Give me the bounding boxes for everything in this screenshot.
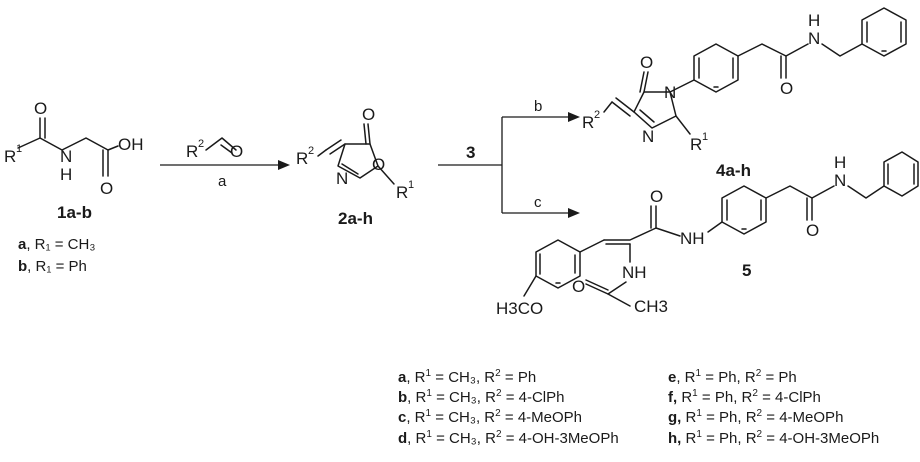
compound-2: O O N R 2 R 1 2a-h [296, 105, 414, 228]
legend-row-h: h, R1 = Ph, R2 = 4-OH-3MeOPh [668, 429, 879, 447]
atom-O: O [572, 277, 585, 296]
atom-R: R [690, 135, 702, 154]
legend-1: a, R₁ = CH₃ b, R₁ = Ph [18, 236, 95, 275]
atom-superscript: 1 [408, 179, 414, 191]
atom-NH: NH [622, 263, 647, 282]
svg-text:b, R1 = CH₃, R2 = 4-ClPh: b, R1 = CH₃, R2 = 4-ClPh [398, 388, 565, 406]
compound-5: O NH O N H NH O CH3 H3CO 5 [496, 151, 919, 318]
reagent-label-c: c [534, 194, 542, 211]
compound-label-1: 1a-b [57, 203, 92, 222]
atom-O: O [650, 187, 663, 206]
svg-text:d, R1 = CH₃, R2 = 4-OH-3MeOPh: d, R1 = CH₃, R2 = 4-OH-3MeOPh [398, 429, 619, 447]
compound-label-4: 4a-h [716, 161, 751, 180]
atom-R: R [396, 183, 408, 202]
atom-R: R [186, 142, 198, 161]
atom-superscript: 2 [198, 138, 204, 150]
atom-superscript: 2 [308, 145, 314, 157]
svg-text:a, R1 = CH₃, R2 = Ph: a, R1 = CH₃, R2 = Ph [398, 368, 536, 386]
svg-text:f, R1 = Ph, R2 = 4-ClPh: f, R1 = Ph, R2 = 4-ClPh [668, 388, 821, 406]
atom-N: N [336, 169, 348, 188]
svg-text:h, R1 = Ph, R2 = 4-OH-3MeOPh: h, R1 = Ph, R2 = 4-OH-3MeOPh [668, 429, 879, 447]
svg-text:e, R1 = Ph, R2 = Ph: e, R1 = Ph, R2 = Ph [668, 368, 797, 386]
atom-H: H [60, 165, 72, 184]
atom-N: N [60, 147, 72, 166]
legend-row-e: e, R1 = Ph, R2 = Ph [668, 368, 797, 386]
atom-R: R [296, 149, 308, 168]
compound-label-3: 3 [466, 143, 475, 162]
atom-superscript: 2 [594, 109, 600, 121]
atom-NH: NH [680, 229, 705, 248]
legend-row-c: c, R1 = CH₃, R2 = 4-MeOPh [398, 408, 582, 426]
reagent-aldehyde: R 2 O [186, 137, 243, 161]
atom-N: N [834, 171, 846, 190]
compound-label-2: 2a-h [338, 209, 373, 228]
atom-R: R [582, 113, 594, 132]
compound-label-5: 5 [742, 261, 751, 280]
legend-row-b: b, R1 = CH₃, R2 = 4-ClPh [398, 388, 565, 406]
atom-superscript: 1 [702, 131, 708, 143]
svg-text:c, R1 = CH₃, R2 = 4-MeOPh: c, R1 = CH₃, R2 = 4-MeOPh [398, 408, 582, 426]
reagent-label-a: a [218, 173, 227, 190]
arrow-branch: 3 b c [438, 98, 580, 218]
atom-superscript: 1 [16, 143, 22, 155]
atom-H: H [834, 153, 846, 172]
legend-row-d: d, R1 = CH₃, R2 = 4-OH-3MeOPh [398, 429, 619, 447]
atom-O: O [34, 99, 47, 118]
atom-O: O [362, 105, 375, 124]
legend-row-f: f, R1 = Ph, R2 = 4-ClPh [668, 388, 821, 406]
reagent-label-b: b [534, 98, 542, 115]
atom-N: N [664, 83, 676, 102]
atom-H: H [808, 11, 820, 30]
atom-O: O [640, 53, 653, 72]
atom-R: R [4, 147, 16, 166]
atom-N: N [642, 127, 654, 146]
substituent-legend: a, R1 = CH₃, R2 = Ph b, R1 = CH₃, R2 = 4… [398, 368, 879, 447]
compound-4: O N N R 2 R 1 O N H 4a-h [582, 7, 907, 180]
legend-1-row: b, R₁ = Ph [18, 258, 87, 275]
atom-O: O [230, 142, 243, 161]
atom-CH3: CH3 [634, 297, 668, 316]
atom-O: O [100, 179, 113, 198]
arrow-step-a: a [160, 160, 290, 190]
legend-row-g: g, R1 = Ph, R2 = 4-MeOPh [668, 408, 843, 426]
atom-H3CO: H3CO [496, 299, 543, 318]
atom-OH: OH [118, 135, 144, 154]
svg-text:g, R1 = Ph, R2 = 4-MeOPh: g, R1 = Ph, R2 = 4-MeOPh [668, 408, 843, 426]
atom-O: O [372, 155, 385, 174]
legend-1-row: a, R₁ = CH₃ [18, 236, 95, 253]
legend-row-a: a, R1 = CH₃, R2 = Ph [398, 368, 536, 386]
compound-1: O R 1 N H OH O 1a-b [4, 99, 144, 222]
atom-O: O [806, 221, 819, 240]
atom-O: O [780, 79, 793, 98]
atom-N: N [808, 29, 820, 48]
